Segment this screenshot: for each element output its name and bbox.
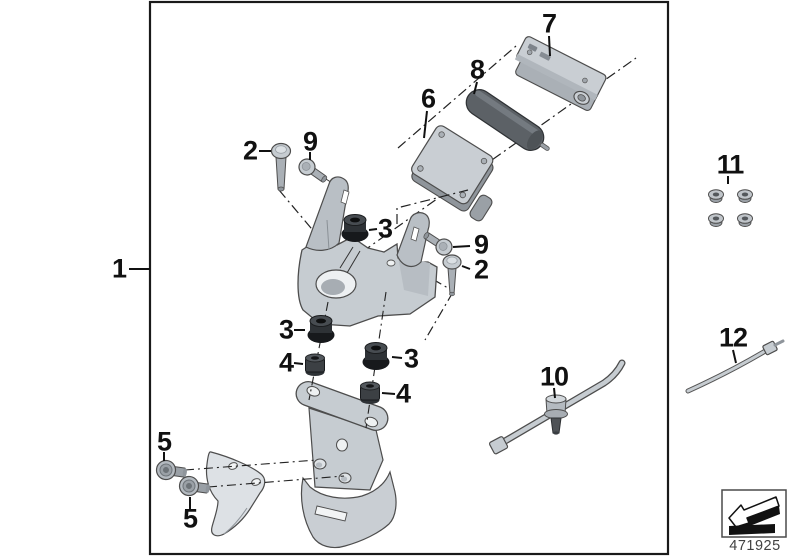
grommet-3b [307, 315, 335, 343]
callout-4a: 4 [278, 347, 294, 378]
bushing-4b [360, 381, 380, 404]
callout-11: 11 [716, 149, 745, 180]
cable-tie-12 [685, 339, 785, 394]
callout-3a: 3 [377, 213, 393, 244]
screw-2-right [442, 254, 462, 297]
module-6-tab [469, 194, 493, 222]
screw-5a [155, 459, 187, 481]
damper-sleeve-8 [465, 89, 550, 151]
callout-2-upper: 2 [242, 135, 258, 166]
screw-9-right [423, 232, 453, 256]
callout-9-upper: 9 [302, 126, 318, 157]
leader-lines [129, 35, 737, 509]
clamp-guides [184, 459, 345, 488]
callout-10: 10 [539, 361, 569, 392]
grommet-3a [341, 214, 369, 242]
callout-12: 12 [718, 322, 748, 353]
callout-4b: 4 [395, 378, 411, 409]
bracket-lower [295, 381, 397, 549]
holder-plate-7 [514, 36, 607, 111]
push-nuts-11 [708, 189, 753, 227]
bracket-left-ear [305, 176, 349, 251]
screw-5b [178, 475, 210, 497]
direction-arrow-icon [728, 496, 780, 535]
callout-9-right: 9 [473, 229, 489, 260]
callout-3c: 3 [403, 343, 419, 374]
screw-9-upper-left [298, 158, 328, 183]
callout-1: 1 [111, 253, 127, 284]
callout-8: 8 [469, 54, 485, 85]
module-6 [411, 125, 494, 212]
diagram-part-number: 471925 [729, 538, 781, 554]
legend-box [721, 489, 787, 538]
stack-guides [308, 291, 387, 429]
bracket-upper [297, 176, 438, 327]
bushing-4a [305, 353, 325, 376]
callout-3b: 3 [278, 314, 294, 345]
callout-7: 7 [541, 8, 557, 39]
callout-6: 6 [420, 83, 436, 114]
screw-2-upper-left [270, 142, 292, 192]
grommet-3c [362, 342, 390, 370]
callout-5b: 5 [182, 503, 198, 534]
frame-border [148, 0, 670, 556]
callout-5a: 5 [156, 426, 172, 457]
explosion-guides-rear [361, 45, 637, 253]
cable-tie-holder-10 [488, 359, 626, 455]
callout-2-right: 2 [473, 254, 489, 285]
